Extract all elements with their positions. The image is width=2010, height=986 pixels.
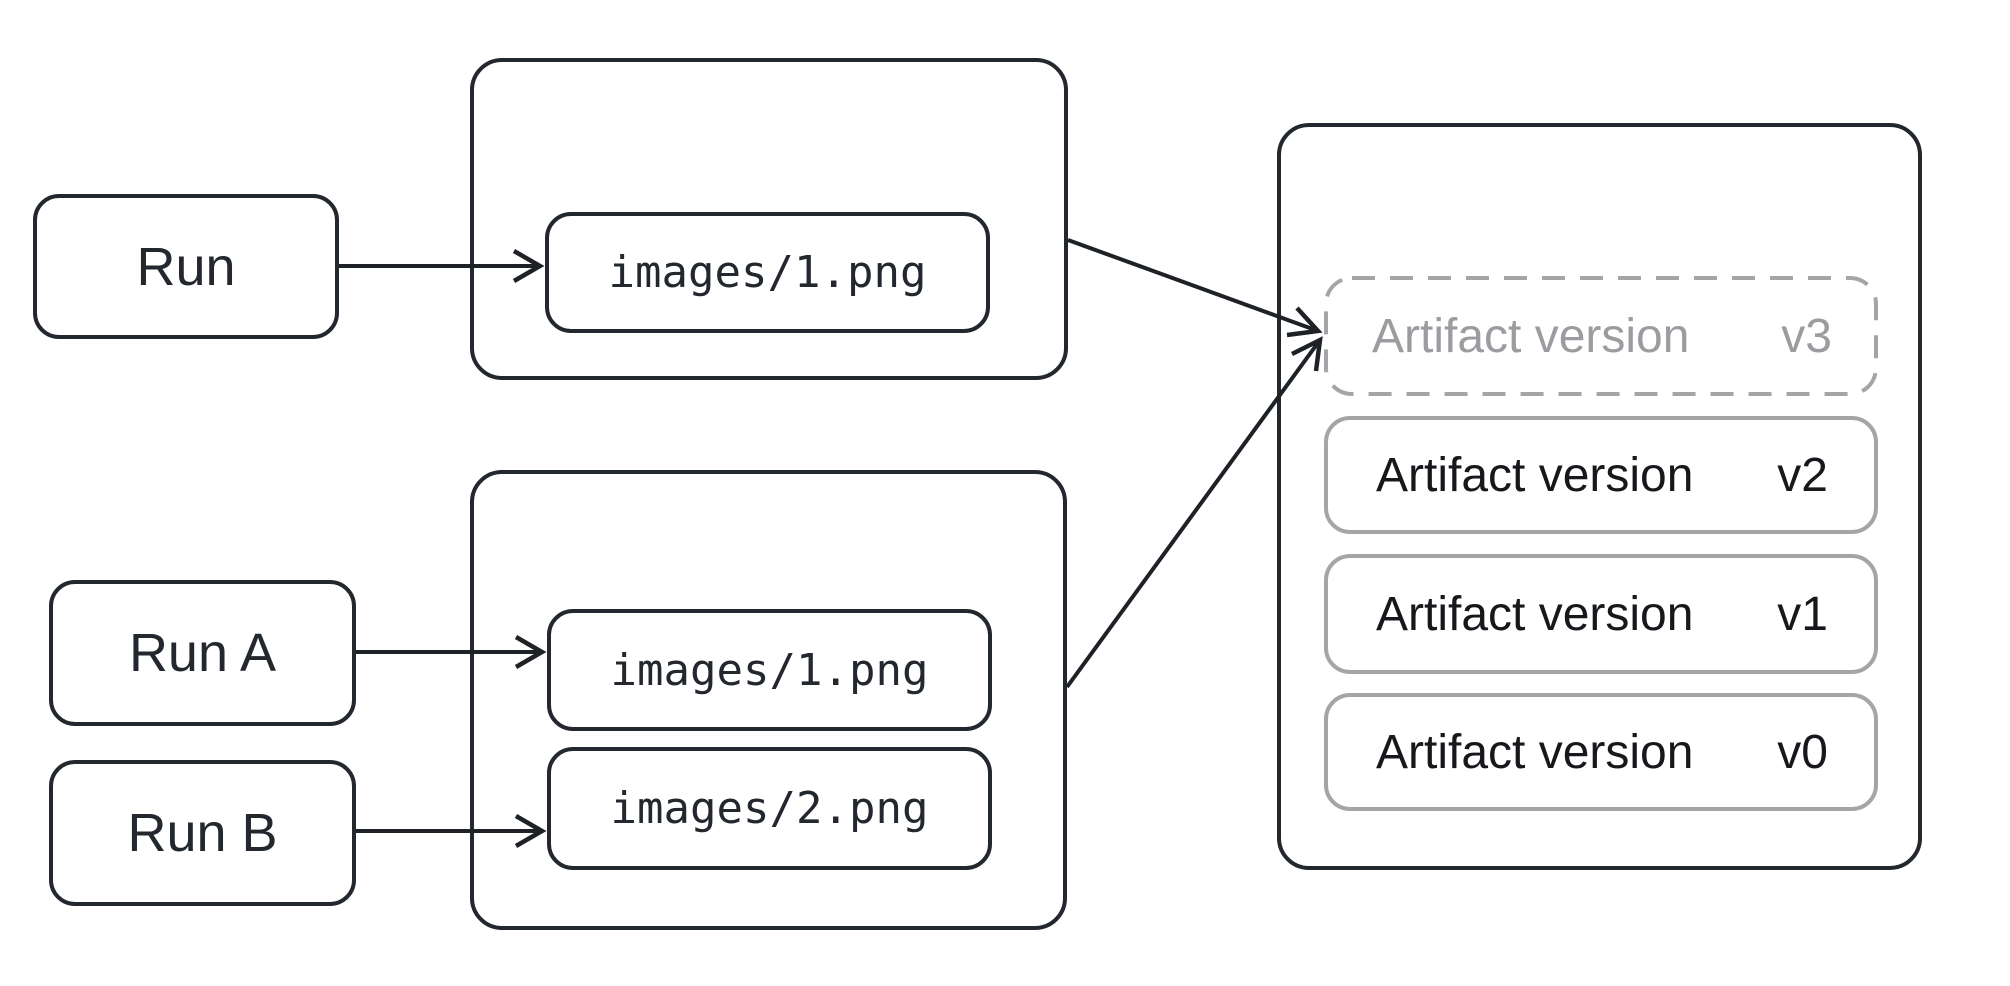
- run-node: Run: [33, 194, 339, 339]
- artifact-version-label: Artifact version: [1376, 587, 1694, 641]
- artifact-version-row-v0: Artifact version v0: [1324, 693, 1878, 811]
- artifact-version-tag: v2: [1777, 448, 1828, 502]
- single-run-file-path: images/1.png: [608, 247, 927, 298]
- distributed-file-path-1: images/1.png: [610, 644, 929, 696]
- artifact-version-tag: v1: [1777, 587, 1828, 641]
- artifact-version-row-v1: Artifact version v1: [1324, 554, 1878, 674]
- artifact-version-row-v2: Artifact version v2: [1324, 416, 1878, 534]
- run-b-node: Run B: [49, 760, 356, 906]
- artifact-version-label: Artifact version: [1376, 725, 1694, 779]
- run-a-node: Run A: [49, 580, 356, 726]
- run-b-node-label: Run B: [127, 803, 278, 863]
- artifact-version-row-v3: Artifact version v3: [1324, 276, 1878, 396]
- artifact-version-label: Artifact version: [1372, 309, 1690, 363]
- run-a-node-label: Run A: [128, 623, 277, 683]
- single-run-file-node: images/1.png: [545, 212, 990, 333]
- distributed-file-path-2: images/2.png: [610, 783, 929, 834]
- artifact-version-tag: v3: [1781, 309, 1832, 363]
- distributed-file-node-1: images/1.png: [547, 609, 992, 731]
- artifact-version-label: Artifact version: [1376, 448, 1694, 502]
- artifact-version-tag: v0: [1777, 725, 1828, 779]
- run-node-label: Run: [136, 236, 236, 297]
- distributed-file-node-2: images/2.png: [547, 747, 992, 870]
